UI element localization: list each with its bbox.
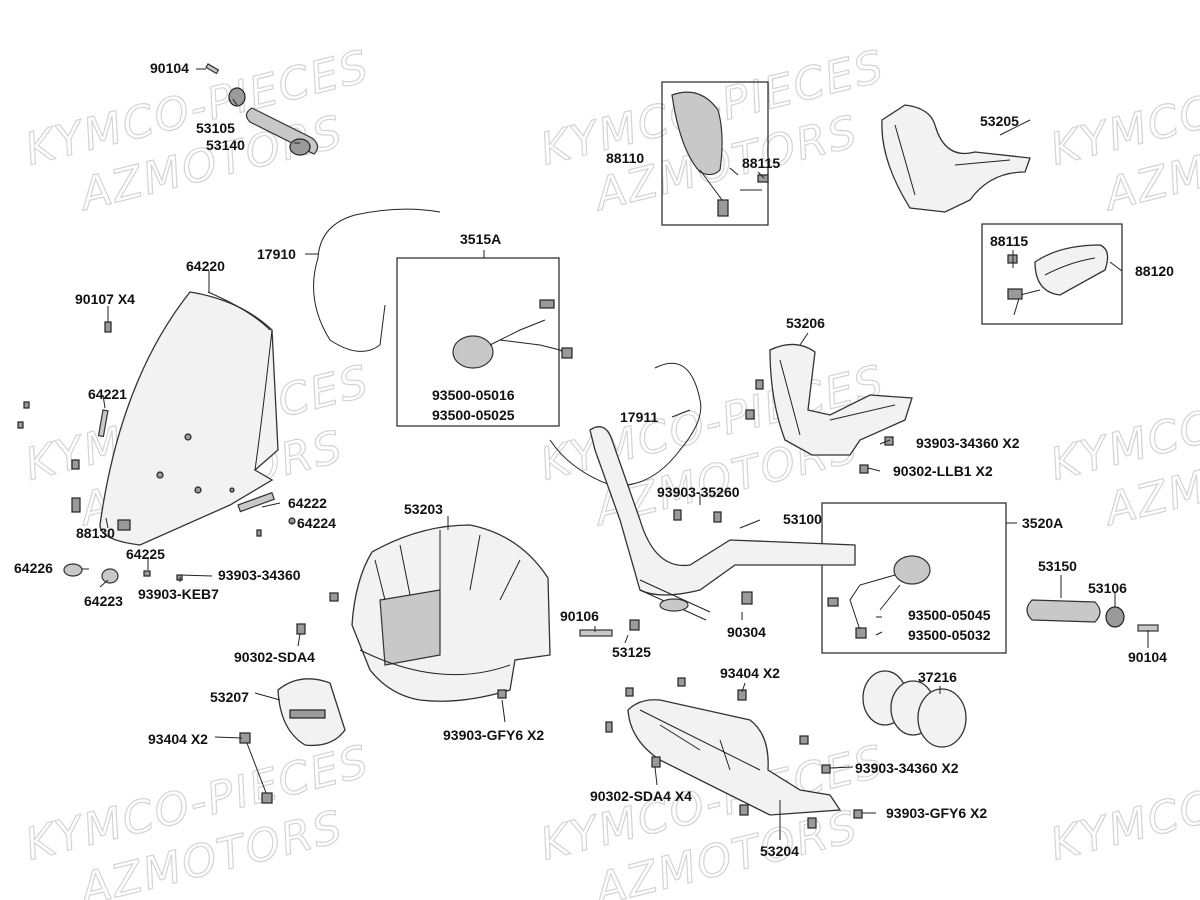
part-label: 53100 <box>783 511 822 527</box>
part-label: 17910 <box>257 246 296 262</box>
part-label: 64222 <box>288 495 327 511</box>
assembly-box-3520a <box>821 502 1007 654</box>
cable-17910[interactable] <box>313 208 441 352</box>
meter-ring-part[interactable] <box>862 670 967 748</box>
part-label: 90302-SDA4 X4 <box>590 788 692 804</box>
handlebar-cover-rear-part[interactable] <box>745 343 913 474</box>
part-label: 53140 <box>206 137 245 153</box>
assembly-box-88120 <box>981 223 1123 325</box>
part-label: 53125 <box>612 644 651 660</box>
part-label: 88130 <box>76 525 115 541</box>
part-label: 93404 X2 <box>148 731 208 747</box>
screw-group-left <box>17 321 296 584</box>
cover-plate-part[interactable] <box>277 678 346 747</box>
part-label: 88115 <box>742 155 780 171</box>
part-label: 64224 <box>297 515 336 531</box>
part-label: 53207 <box>210 689 249 705</box>
part-label: 64226 <box>14 560 53 576</box>
part-label: 90302-LLB1 X2 <box>893 463 993 479</box>
part-label: 64225 <box>126 546 165 562</box>
part-label: 93404 X2 <box>720 665 780 681</box>
grip-right-part[interactable] <box>1026 599 1159 632</box>
mirror-left-part[interactable] <box>671 91 769 217</box>
windshield-part[interactable] <box>99 291 279 546</box>
part-label: 93500-05045 <box>908 607 991 623</box>
part-label: 93500-05025 <box>432 407 515 423</box>
switch-left-part[interactable] <box>452 299 573 369</box>
watermark-text: KYMCO-PIECES <box>1045 736 1200 871</box>
part-label: 93500-05016 <box>432 387 515 403</box>
part-label: 88110 <box>606 150 644 166</box>
part-label: 37216 <box>918 669 957 685</box>
part-label: 88120 <box>1135 263 1174 279</box>
assembly-box-3515a <box>396 257 560 427</box>
part-label: 17911 <box>620 409 658 425</box>
cable-17911[interactable] <box>549 362 702 487</box>
part-label: 53150 <box>1038 558 1077 574</box>
part-label: 93903-GFY6 X2 <box>886 805 987 821</box>
handlebar-part[interactable] <box>579 426 856 637</box>
part-label: 93903-34360 X2 <box>855 760 959 776</box>
part-label: 53205 <box>980 113 1019 129</box>
part-label: 53203 <box>404 501 443 517</box>
part-label: 53206 <box>786 315 825 331</box>
part-label: 90107 X4 <box>75 291 135 307</box>
part-label: 93903-35260 <box>657 484 740 500</box>
part-label: 90302-SDA4 <box>234 649 315 665</box>
part-label: 53204 <box>760 843 799 859</box>
lower-cover-part[interactable] <box>605 677 863 829</box>
mirror-right-part[interactable] <box>1007 244 1109 316</box>
part-label: 3520A <box>1022 515 1063 531</box>
part-label: 3515A <box>460 231 501 247</box>
part-label: 90104 <box>150 60 189 76</box>
part-labels: 90104 53105 53140 64220 90107 X4 17910 3… <box>14 60 1174 859</box>
switch-right-part[interactable] <box>827 555 931 639</box>
part-label: 88115 <box>990 233 1028 249</box>
part-label: 53106 <box>1088 580 1127 596</box>
part-label: 93903-GFY6 X2 <box>443 727 544 743</box>
part-label: 93903-KEB7 <box>138 586 219 602</box>
handlebar-cover-front-part[interactable] <box>881 104 1031 213</box>
part-label: 53105 <box>196 120 235 136</box>
part-label: 93500-05032 <box>908 627 991 643</box>
meter-cover-part[interactable] <box>296 524 551 702</box>
leader-lines <box>82 68 1149 840</box>
part-label: 64223 <box>84 593 123 609</box>
part-label: 64221 <box>88 386 127 402</box>
part-label: 93903-34360 X2 <box>916 435 1020 451</box>
part-label: 90104 <box>1128 649 1167 665</box>
part-label: 90106 <box>560 608 599 624</box>
assembly-box-88110 <box>661 81 769 226</box>
part-label: 64220 <box>186 258 225 274</box>
part-label: 93903-34360 <box>218 567 301 583</box>
part-label: 90304 <box>727 624 766 640</box>
